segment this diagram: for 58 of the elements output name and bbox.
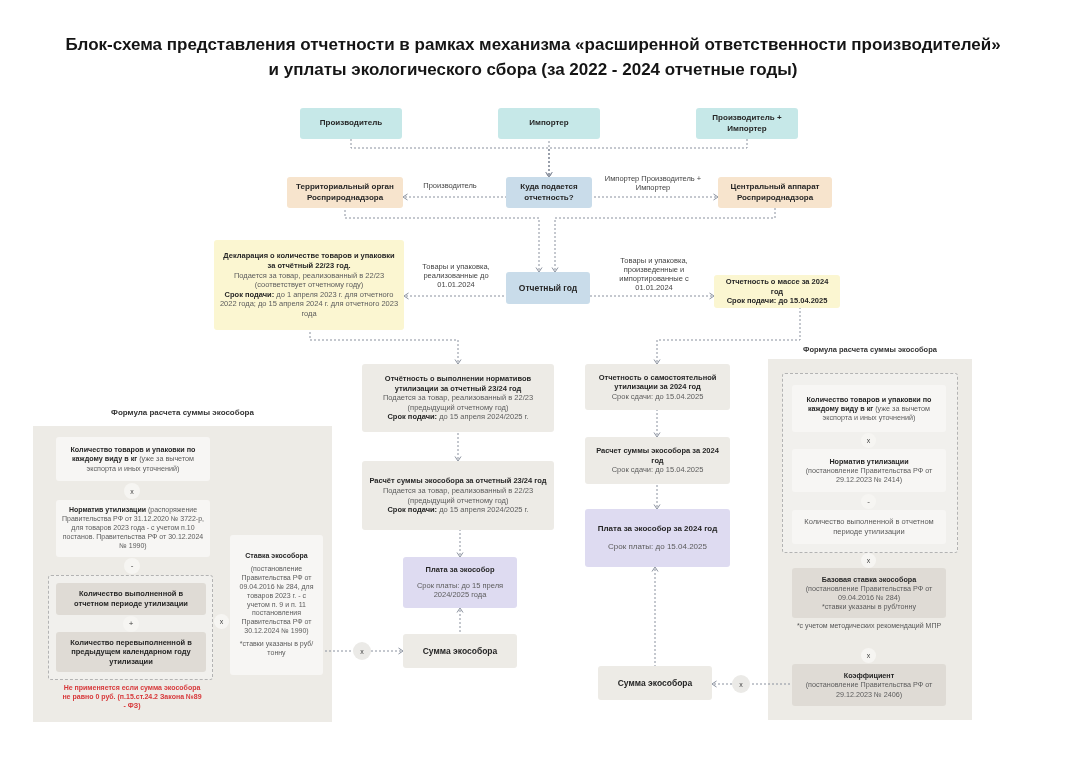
process-box [362, 364, 554, 432]
process-box [585, 437, 730, 484]
connector-arrow [545, 138, 748, 178]
box-label: Территориальный орган Росприроднадзора [295, 182, 395, 203]
connector-arrow [651, 566, 659, 667]
connector-arrow [653, 409, 661, 438]
box-label: Сумма экособора [617, 677, 693, 689]
question-box [506, 177, 592, 208]
box-text: Срок платы: до 15.04.2025 [608, 542, 707, 553]
authority-box [718, 177, 832, 208]
formula-box [56, 583, 206, 615]
operator-circle: + [123, 616, 139, 632]
box-label: Отчетный год [518, 282, 578, 294]
connector-arrow [653, 483, 661, 510]
connector-arrow [551, 207, 776, 273]
payment-box [585, 509, 730, 567]
connector-line [749, 683, 793, 685]
process-box [403, 634, 517, 668]
panel-heading: Формула расчета суммы экособора [110, 408, 255, 417]
payment-box [403, 557, 517, 608]
box-label: Сумма экособора [422, 645, 498, 657]
report-box [214, 240, 404, 330]
operator-circle: - [124, 558, 140, 574]
process-box [598, 666, 712, 700]
connector-line [322, 650, 354, 652]
dashed-group-box [48, 575, 213, 680]
connector-arrow [309, 329, 462, 365]
period-box [506, 272, 590, 304]
connector-arrow [653, 307, 801, 365]
connector-arrow [402, 193, 507, 201]
connector-arrow [456, 529, 464, 558]
box-label: Центральный аппарат Росприроднадзора [729, 182, 821, 203]
authority-box [287, 177, 403, 208]
connector-arrow [344, 207, 543, 273]
box-label: Производитель [319, 118, 383, 129]
entity-box [300, 108, 402, 139]
box-label: Куда подается отчетность? [519, 182, 579, 203]
formula-box [792, 664, 946, 706]
connector-arrow [456, 607, 464, 635]
formula-box [56, 632, 206, 672]
process-box [362, 461, 554, 530]
report-box [714, 275, 840, 308]
dashed-group-box [782, 373, 958, 553]
box-label: Импортер [529, 118, 569, 129]
entity-box [696, 108, 798, 139]
connector-arrow [591, 193, 719, 201]
connector-arrow [711, 680, 733, 688]
connector-arrow [370, 647, 404, 655]
entity-box [498, 108, 600, 139]
connector-arrow [454, 431, 462, 462]
box-label: Производитель + Импортер [711, 113, 783, 134]
connector-arrow [403, 292, 507, 300]
formula-box [792, 568, 946, 618]
operator-circle: - [861, 494, 876, 509]
process-box [585, 364, 730, 410]
diagram-title: Блок-схема представления отчетности в рамках механизма «расширенной ответственности производителей» и уплаты экологического сбора (за 2022 - 2024 отчетные годы) [64, 34, 1002, 81]
box-title: Плата за экособор за 2024 год [597, 523, 718, 534]
connector-arrow [589, 292, 715, 300]
